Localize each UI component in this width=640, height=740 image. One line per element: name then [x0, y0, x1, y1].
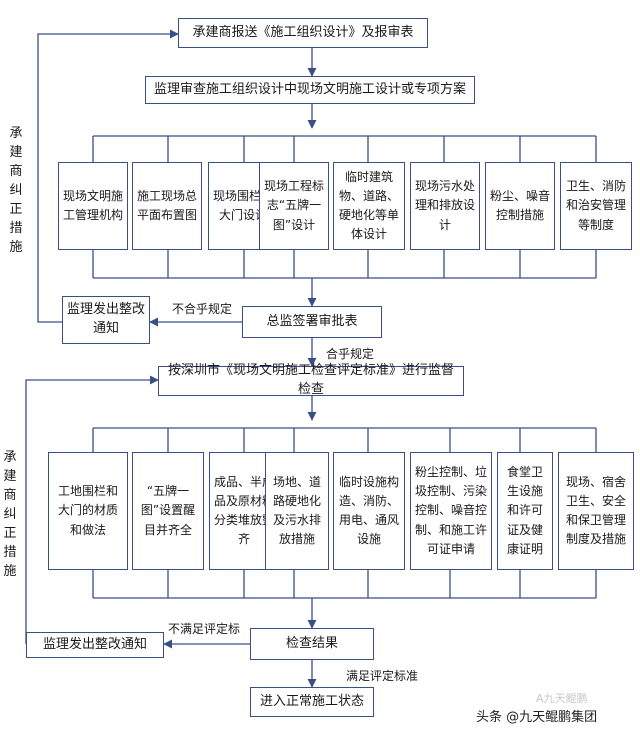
watermark-prefix: 头条	[476, 710, 503, 725]
rectify-notice-2: 监理发出整改通知	[26, 632, 164, 658]
review-item-6: 现场污水处理和排放设计	[410, 162, 480, 250]
watermark-brand: @九天鲲鹏集团	[506, 710, 598, 725]
review-item-8: 卫生、消防和治安管理等制度	[560, 162, 632, 250]
feedback-loop-1	[37, 29, 179, 323]
rectify-notice-1: 监理发出整改通知	[62, 296, 150, 344]
label-comply: 合乎规定	[326, 347, 375, 361]
label-meet: 满足评定标准	[346, 669, 419, 683]
inspect-item-8: 现场、宿舍卫生、安全和保卫管理制度及措施	[558, 452, 634, 570]
inspect-item-7: 食堂卫生设施和许可证及健康证明	[497, 452, 553, 570]
inspect-item-6: 粉尘控制、垃圾控制、污染控制、噪音控制、和施工许可证申请	[410, 452, 492, 570]
step-inspect: 按深圳市《现场文明施工检查评定标准》进行监督检查	[158, 363, 464, 397]
inspect-item-1: 工地围栏和大门的材质和做法	[48, 452, 128, 570]
step-result: 检查结果	[250, 628, 374, 660]
inspect-item-2: “五牌一图”设置醒目并齐全	[132, 452, 204, 570]
step-review-design: 监理审查施工组织设计中现场文明施工设计或专项方案	[145, 76, 475, 104]
watermark: 头条 @九天鲲鹏集团	[476, 706, 597, 725]
review-item-1: 现场文明施工管理机构	[58, 162, 128, 250]
label-not-comply: 不合乎规定	[172, 302, 233, 316]
step-final: 进入正常施工状态	[250, 687, 374, 717]
review-item-7: 粉尘、噪音控制措施	[485, 162, 555, 250]
review-item-4: 现场工程标志“五牌一图”设计	[259, 162, 329, 250]
inspect-item-4: 场地、道路硬地化及污水排放措施	[265, 452, 329, 570]
side-label-top: 承建商纠正措施	[9, 126, 23, 255]
inspect-item-5: 临时设施构造、消防、用电、通风设施	[333, 452, 405, 570]
review-item-2: 施工现场总平面布置图	[132, 162, 202, 250]
review-item-5: 临时建筑物、道路、硬地化等单体设计	[333, 162, 405, 250]
step-approve: 总监签署审批表	[242, 306, 382, 338]
watermark-ghost: A九天鲲鹏	[536, 692, 588, 705]
label-not-meet: 不满足评定标	[168, 622, 241, 636]
side-label-bottom: 承建商纠正措施	[3, 450, 17, 579]
feedback-loop-2	[25, 375, 159, 644]
step-submit-design: 承建商报送《施工组织设计》及报审表	[178, 18, 428, 48]
